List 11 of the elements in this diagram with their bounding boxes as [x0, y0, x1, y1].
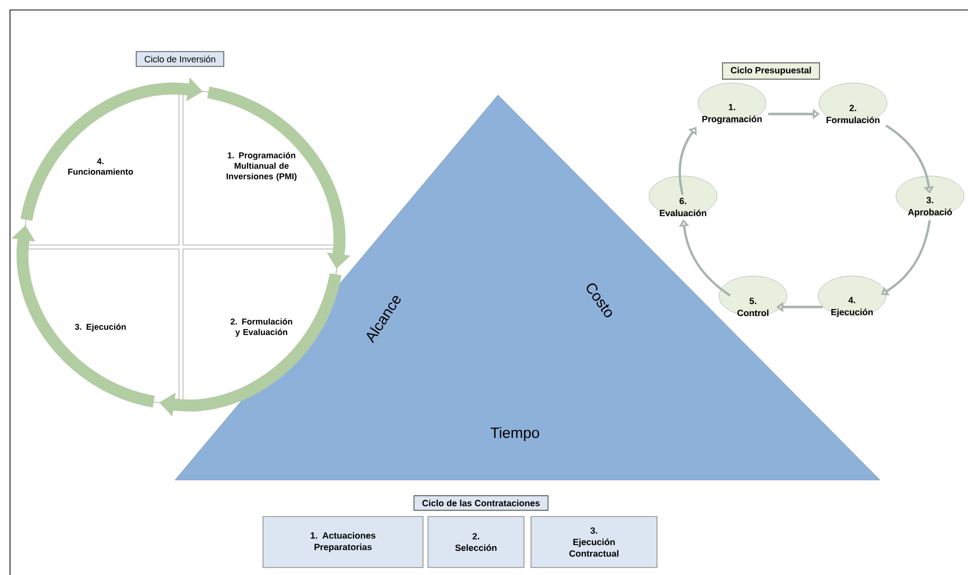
title-box: Ciclo de Inversión: [136, 51, 224, 67]
title-box: Ciclo de las Contrataciones: [414, 495, 548, 511]
title-box: Ciclo Presupuestal: [722, 62, 820, 80]
stage-box: 1. Actuaciones Preparatorias: [262, 516, 424, 568]
side-label: Tiempo: [490, 427, 540, 441]
quadrant: 3. Ejecución: [24, 248, 180, 404]
stage-box: 3. Ejecución Contractual: [530, 516, 658, 568]
quadrant: 2. Formulación y Evaluación: [182, 248, 338, 404]
quadrant: 1. Programación Multianual de Inversiones (PMI): [182, 90, 338, 246]
stage-box: 2. Selección: [428, 516, 524, 568]
quadrant: 4. Funcionamiento: [24, 90, 180, 246]
